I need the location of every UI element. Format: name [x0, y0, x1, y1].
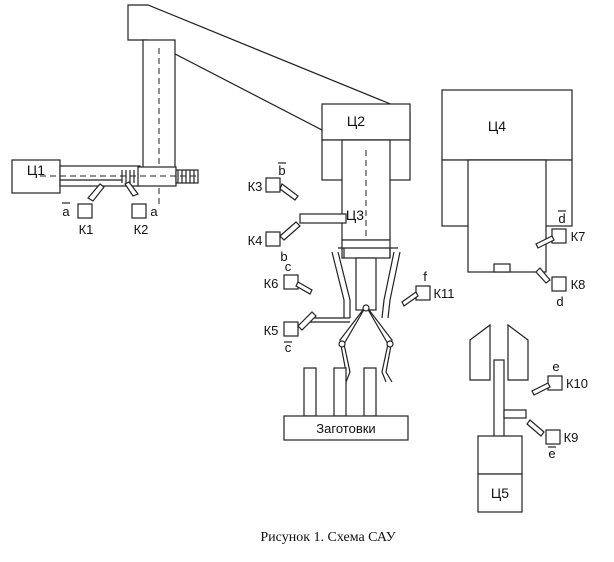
sensor-k7 — [535, 228, 567, 249]
sensor-k8-label: К8 — [571, 277, 586, 292]
cylinder-c4-label: Ц4 — [488, 118, 506, 134]
workpieces-label: Заготовки — [316, 421, 375, 436]
sensor-k7-label: К7 — [571, 229, 586, 244]
sensor-k1 — [77, 183, 105, 219]
sensor-k10-label: К10 — [566, 376, 588, 391]
gripper — [306, 247, 401, 383]
cylinder-c4 — [441, 89, 573, 273]
signal-b: b — [280, 249, 287, 264]
cylinder-c2 — [321, 103, 411, 300]
signal-b-bar: b — [278, 163, 285, 178]
sensor-k3 — [265, 177, 299, 201]
signal-c: c — [285, 259, 292, 274]
signal-c-bar: c — [285, 340, 292, 355]
signal-d: d — [556, 294, 563, 309]
sensor-k2 — [124, 181, 147, 219]
cylinder-c1-label: Ц1 — [27, 162, 45, 178]
sensor-k5-label: К5 — [264, 323, 279, 338]
sensor-k11 — [401, 285, 431, 307]
sensor-k9 — [526, 419, 561, 445]
sensor-k6-label: К6 — [264, 276, 279, 291]
cylinder-c3 — [299, 213, 391, 311]
sensor-k2-label: К2 — [134, 222, 149, 237]
signal-a-bar: a — [62, 204, 70, 219]
sensor-k4-label: К4 — [248, 233, 263, 248]
sensor-k9-label: К9 — [564, 430, 579, 445]
sensor-k6 — [283, 274, 313, 295]
sensor-k10 — [531, 375, 563, 396]
sensor-k8 — [535, 267, 567, 292]
cylinder-c5 — [469, 323, 529, 513]
cylinder-c2-label: Ц2 — [347, 113, 365, 129]
signal-e-bar: e — [548, 446, 555, 461]
signal-f: f — [423, 269, 427, 284]
workpieces — [283, 367, 409, 441]
figure-caption: Рисунок 1. Схема САУ — [260, 530, 395, 545]
sensor-k5 — [283, 311, 317, 337]
cylinder-c3-label: Ц3 — [346, 207, 364, 223]
sensor-k11-label: К11 — [433, 286, 454, 301]
signal-a: a — [150, 204, 158, 219]
sensor-k3-label: К3 — [248, 179, 263, 194]
sensor-k1-label: К1 — [79, 222, 94, 237]
signal-e: e — [552, 359, 559, 374]
signal-d-bar: d — [558, 211, 565, 226]
sensor-k4 — [265, 221, 301, 247]
cylinder-c5-label: Ц5 — [491, 485, 509, 501]
